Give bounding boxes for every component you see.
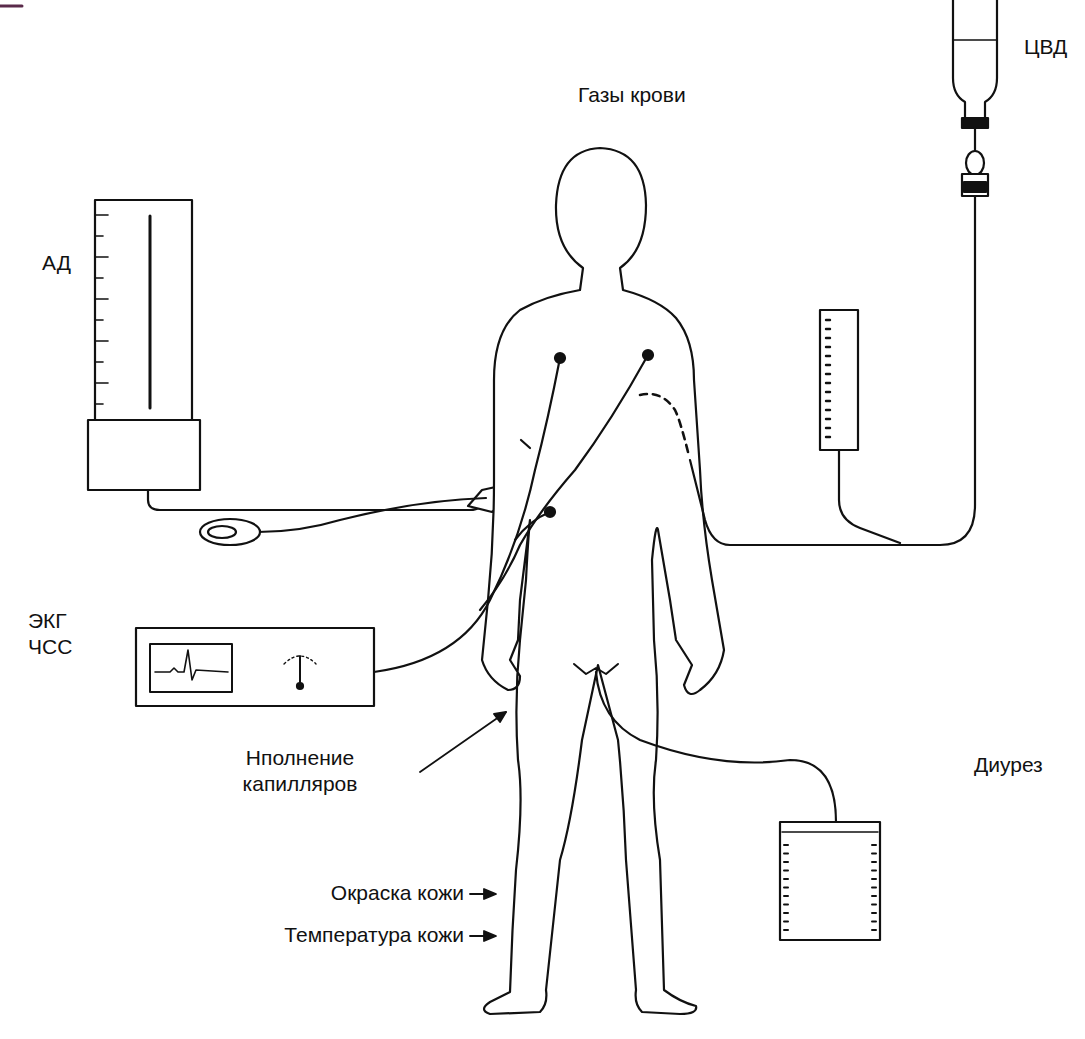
measurement-label: АД (42, 250, 71, 276)
measurement-label: Газы крови (578, 82, 686, 108)
ecg-monitor (136, 628, 374, 706)
measurement-label: ЦВД (1024, 34, 1067, 60)
leader-arrows (420, 712, 506, 941)
patient-body (482, 148, 724, 1014)
ecg-leads (374, 350, 653, 672)
measurement-label: Диурез (974, 752, 1043, 778)
measurement-label: Нполнение капилляров (225, 745, 375, 798)
observation-label: Температура кожи (100, 922, 464, 948)
cvp-system (640, 0, 997, 545)
measurement-label: ЧСС (28, 634, 72, 660)
measurement-label: ЭКГ (28, 608, 67, 634)
manometer (88, 200, 508, 545)
corner-mark (0, 5, 22, 8)
urine-collection (574, 664, 880, 940)
observation-label: Окраска кожи (180, 880, 464, 906)
